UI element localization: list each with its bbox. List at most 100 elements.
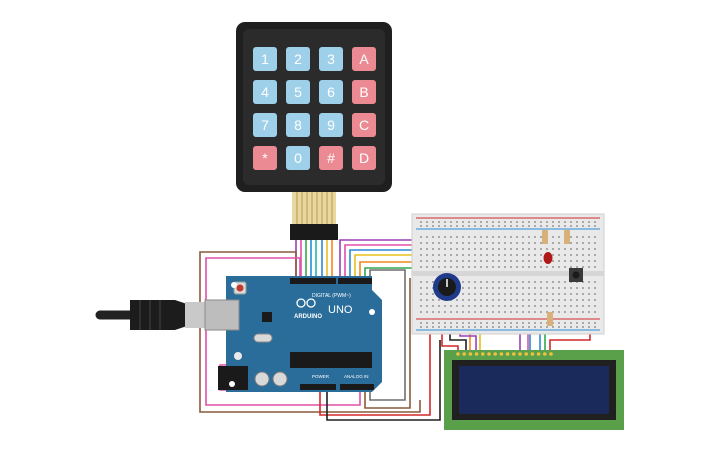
- breadboard-hole: [450, 326, 452, 328]
- breadboard-hole: [558, 322, 560, 324]
- breadboard-hole: [570, 266, 572, 268]
- breadboard-hole: [480, 236, 482, 238]
- breadboard-hole: [444, 266, 446, 268]
- breadboard-hole: [528, 248, 530, 250]
- keypad-key-hash[interactable]: [319, 146, 343, 170]
- breadboard-hole: [462, 266, 464, 268]
- breadboard-hole: [564, 225, 566, 227]
- breadboard-hole: [438, 248, 440, 250]
- breadboard-hole: [522, 281, 524, 283]
- breadboard-hole: [588, 242, 590, 244]
- keypad-key-8[interactable]: [286, 113, 310, 137]
- breadboard-hole: [468, 236, 470, 238]
- breadboard-hole: [474, 266, 476, 268]
- breadboard-hole: [582, 242, 584, 244]
- keypad-key-C[interactable]: [352, 113, 376, 137]
- breadboard-hole: [552, 293, 554, 295]
- breadboard-hole: [582, 311, 584, 313]
- breadboard-hole: [468, 242, 470, 244]
- keypad-key-1[interactable]: [253, 47, 277, 71]
- breadboard-hole: [588, 260, 590, 262]
- breadboard-hole: [432, 254, 434, 256]
- breadboard-hole: [534, 248, 536, 250]
- breadboard-hole: [432, 326, 434, 328]
- breadboard-hole: [576, 225, 578, 227]
- breadboard-hole: [474, 281, 476, 283]
- breadboard-hole: [594, 281, 596, 283]
- keypad-key-6[interactable]: [319, 80, 343, 104]
- keypad-key-7[interactable]: [253, 113, 277, 137]
- breadboard-hole: [498, 260, 500, 262]
- breadboard-hole: [582, 221, 584, 223]
- breadboard-hole: [504, 248, 506, 250]
- breadboard-hole: [450, 254, 452, 256]
- breadboard-hole: [450, 322, 452, 324]
- breadboard-hole: [588, 299, 590, 301]
- breadboard-hole: [576, 322, 578, 324]
- breadboard-hole: [486, 299, 488, 301]
- breadboard-hole: [474, 326, 476, 328]
- breadboard-hole: [486, 305, 488, 307]
- breadboard-hole: [558, 299, 560, 301]
- keypad-key-9[interactable]: [319, 113, 343, 137]
- breadboard-hole: [432, 260, 434, 262]
- breadboard-hole: [492, 311, 494, 313]
- keypad-key-label: 6: [327, 84, 335, 100]
- keypad-key-5[interactable]: [286, 80, 310, 104]
- breadboard-hole: [594, 260, 596, 262]
- breadboard-hole: [558, 287, 560, 289]
- lcd-pin: [524, 352, 528, 356]
- breadboard-hole: [576, 266, 578, 268]
- keypad-key-4[interactable]: [253, 80, 277, 104]
- breadboard-hole: [504, 225, 506, 227]
- breadboard-hole: [420, 299, 422, 301]
- breadboard-hole: [510, 326, 512, 328]
- arduino-model: UNO: [328, 304, 353, 316]
- breadboard-hole: [546, 299, 548, 301]
- breadboard-hole: [486, 248, 488, 250]
- breadboard-hole: [450, 225, 452, 227]
- breadboard-hole: [486, 322, 488, 324]
- breadboard-hole: [444, 322, 446, 324]
- breadboard-hole: [462, 322, 464, 324]
- keypad-ribbon: [292, 192, 336, 226]
- keypad-key-2[interactable]: [286, 47, 310, 71]
- breadboard-hole: [576, 254, 578, 256]
- breadboard-hole: [438, 242, 440, 244]
- breadboard-hole: [510, 322, 512, 324]
- breadboard-hole: [492, 287, 494, 289]
- keypad-key-B[interactable]: [352, 80, 376, 104]
- breadboard-hole: [576, 221, 578, 223]
- breadboard-hole: [564, 293, 566, 295]
- lcd-pin: [462, 352, 467, 356]
- breadboard-hole: [594, 266, 596, 268]
- lcd-pin: [481, 352, 485, 356]
- breadboard-hole: [594, 326, 596, 328]
- keypad-key-label: *: [262, 150, 268, 166]
- breadboard-hole: [576, 242, 578, 244]
- breadboard-hole: [546, 305, 548, 307]
- push-button-cap: [572, 271, 580, 279]
- breadboard-hole: [582, 293, 584, 295]
- breadboard-hole: [522, 322, 524, 324]
- breadboard-hole: [468, 266, 470, 268]
- keypad-key-0[interactable]: [286, 146, 310, 170]
- keypad-key-A[interactable]: [352, 47, 376, 71]
- breadboard-hole: [576, 236, 578, 238]
- keypad-key-D[interactable]: [352, 146, 376, 170]
- keypad-key-3[interactable]: [319, 47, 343, 71]
- keypad-key-label: D: [359, 150, 369, 166]
- breadboard-hole: [438, 236, 440, 238]
- breadboard-hole: [540, 311, 542, 313]
- breadboard-hole: [468, 293, 470, 295]
- keypad-key-label: 4: [261, 84, 269, 100]
- analog-label: ANALOG IN: [344, 374, 369, 379]
- breadboard-hole: [594, 293, 596, 295]
- breadboard-hole: [516, 326, 518, 328]
- breadboard-hole: [522, 254, 524, 256]
- breadboard-hole: [540, 254, 542, 256]
- breadboard-hole: [444, 260, 446, 262]
- keypad-key-star[interactable]: [253, 146, 277, 170]
- breadboard-hole: [588, 287, 590, 289]
- breadboard-hole: [522, 242, 524, 244]
